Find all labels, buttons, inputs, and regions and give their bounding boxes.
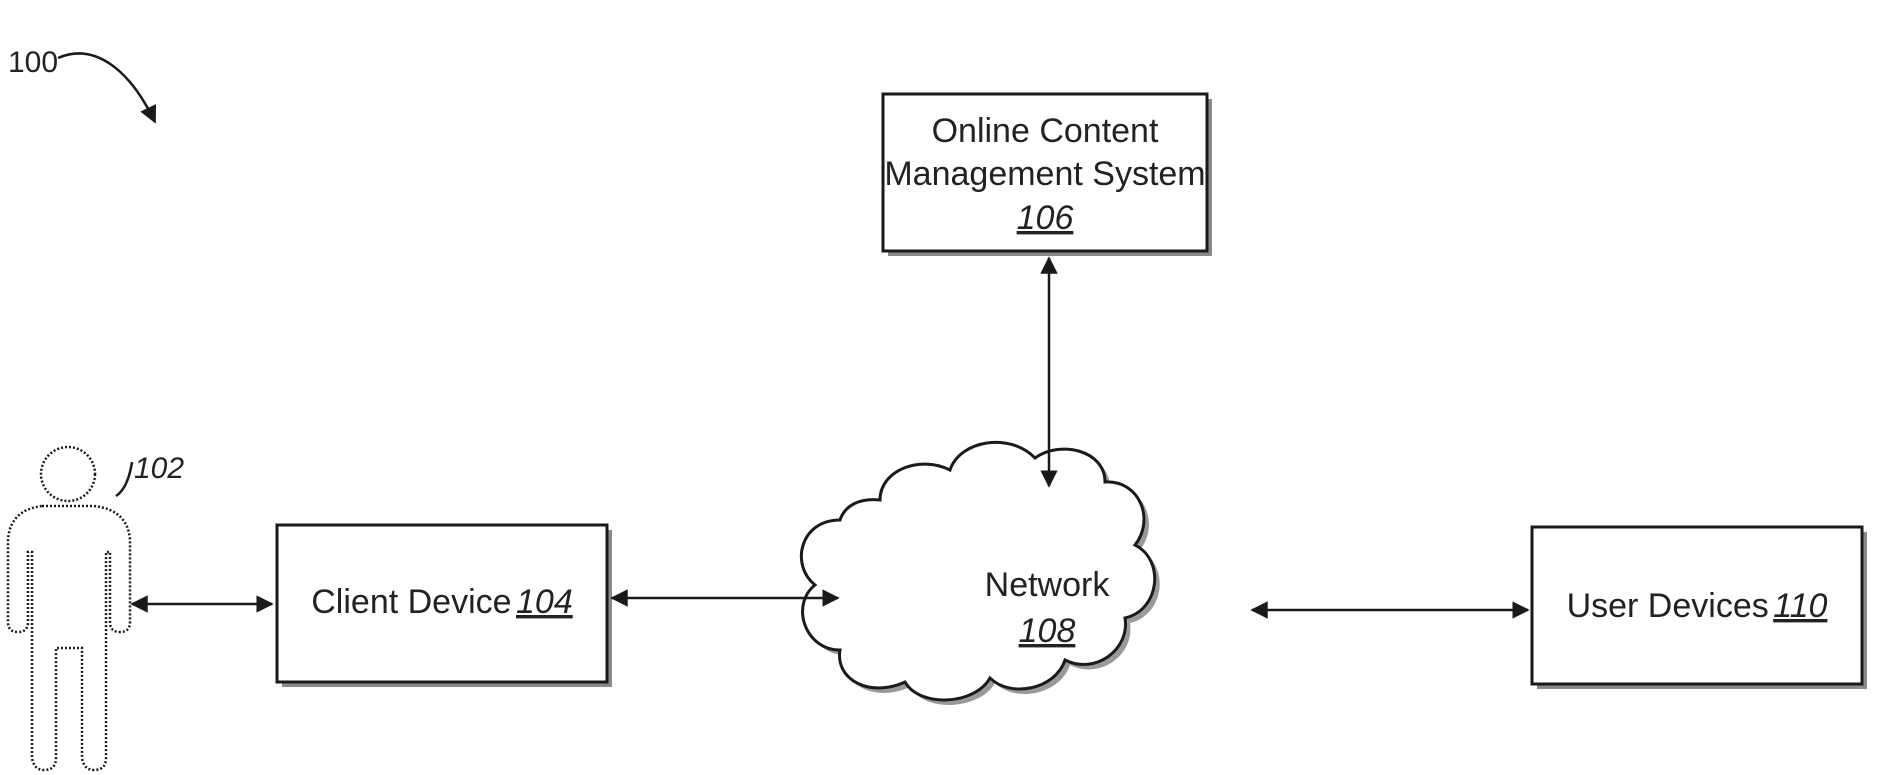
- ocms-label-line1: Online Content: [932, 112, 1159, 150]
- ocms-ref: 106: [1017, 199, 1074, 237]
- user-body: [8, 506, 130, 770]
- client-device-ref: 104: [516, 583, 573, 621]
- user-ref-leader: [116, 462, 132, 496]
- user-devices-label: User Devices: [1567, 587, 1769, 625]
- ocms-label-line2: Management System: [884, 155, 1205, 193]
- user-devices-ref: 110: [1773, 587, 1827, 625]
- svg-text:User Devices 110: User Devices 110: [1567, 587, 1828, 625]
- figure-number-label: 100: [8, 46, 155, 122]
- client-device-box: Client Device 104: [277, 525, 612, 687]
- network-ref: 108: [1019, 612, 1076, 650]
- user-devices-box: User Devices 110: [1532, 527, 1867, 689]
- svg-text:Client Device 10: Client Device 104: [311, 583, 573, 621]
- ocms-box: Online Content Management System 106: [883, 94, 1212, 256]
- client-device-label: Client Device: [311, 583, 511, 621]
- figure-number-text: 100: [8, 46, 58, 79]
- user-figure: 102: [8, 447, 184, 770]
- network-label: Network: [985, 566, 1111, 604]
- user-ref: 102: [134, 452, 184, 485]
- user-head: [41, 447, 95, 501]
- network-cloud: Network 108: [801, 442, 1159, 705]
- figure-number-arrow: [58, 54, 155, 122]
